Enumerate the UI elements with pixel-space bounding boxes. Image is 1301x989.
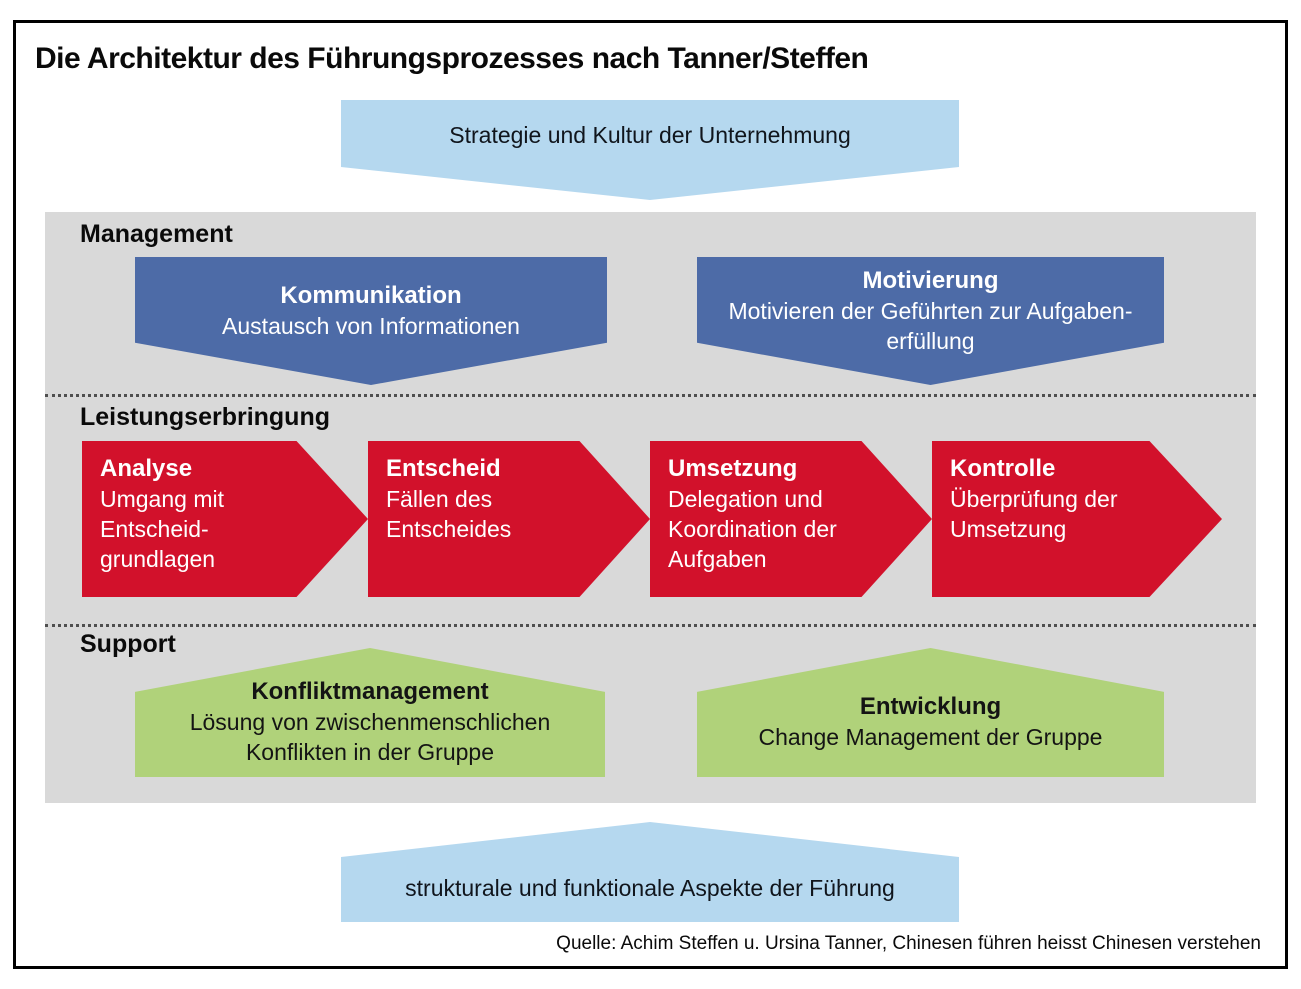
source-citation: Quelle: Achim Steffen u. Ursina Tanner, … — [556, 933, 1261, 954]
dotted-separator-1 — [45, 394, 1256, 397]
box-line: Motivieren der Geführten zur Aufgaben- — [728, 298, 1133, 324]
arrow-line: Koordination der — [668, 516, 837, 542]
arrow-line: Fällen des — [386, 486, 493, 512]
box-heading: Kommunikation — [280, 282, 462, 309]
page-title: Die Architektur des Führungsprozesses na… — [35, 42, 869, 75]
arrow-line: Umgang mit — [100, 486, 224, 512]
arrow-line: Aufgaben — [668, 546, 767, 572]
arrow-heading: Analyse — [100, 455, 193, 482]
box-line: erfüllung — [886, 328, 975, 354]
process-arrow-analyse: Analyse Umgang mit Entscheid- grundlagen — [82, 441, 368, 597]
arrow-heading: Entscheid — [386, 455, 501, 482]
process-arrow-umsetzung: Umsetzung Delegation und Koordination de… — [650, 441, 932, 597]
process-arrow-kontrolle: Kontrolle Überprüfung der Umsetzung — [932, 441, 1222, 597]
arrow-heading: Umsetzung — [668, 455, 798, 482]
arrow-line: Umsetzung — [950, 516, 1067, 542]
strategy-banner-label: Strategie und Kultur der Unternehmung — [449, 121, 851, 148]
box-heading: Motivierung — [862, 267, 999, 294]
arrow-line: grundlagen — [100, 546, 216, 572]
section-label-support: Support — [80, 630, 176, 658]
section-label-leistungserbringung: Leistungserbringung — [80, 403, 330, 431]
box-line: Change Management der Gruppe — [758, 723, 1103, 750]
process-arrow-entscheid: Entscheid Fällen des Entscheides — [368, 441, 650, 597]
support-box-entwicklung: Entwicklung Change Management der Gruppe — [697, 648, 1164, 777]
box-heading: Konfliktmanagement — [251, 677, 489, 705]
arrow-line: Delegation und — [668, 486, 823, 512]
aspects-banner-label: strukturale und funktionale Aspekte der … — [405, 874, 895, 901]
arrow-heading: Kontrolle — [950, 455, 1056, 482]
support-box-konfliktmanagement: Konfliktmanagement Lösung von zwischenme… — [135, 648, 605, 777]
process-panel: Management Kommunikation Austausch von I… — [45, 212, 1256, 803]
arrow-line: Entscheides — [386, 516, 512, 542]
arrow-line: Entscheid- — [100, 516, 209, 542]
box-line: Konflikten in der Gruppe — [245, 738, 495, 765]
dotted-separator-2 — [45, 624, 1256, 627]
box-line: Austausch von Informationen — [222, 313, 520, 339]
arrow-line: Überprüfung der — [950, 486, 1118, 512]
box-heading: Entwicklung — [859, 692, 1002, 720]
box-line: Lösung von zwischenmenschlichen — [189, 708, 551, 735]
section-label-management: Management — [80, 220, 233, 248]
management-box-motivierung: Motivierung Motivieren der Geführten zur… — [697, 257, 1164, 385]
management-box-kommunikation: Kommunikation Austausch von Informatione… — [135, 257, 607, 385]
